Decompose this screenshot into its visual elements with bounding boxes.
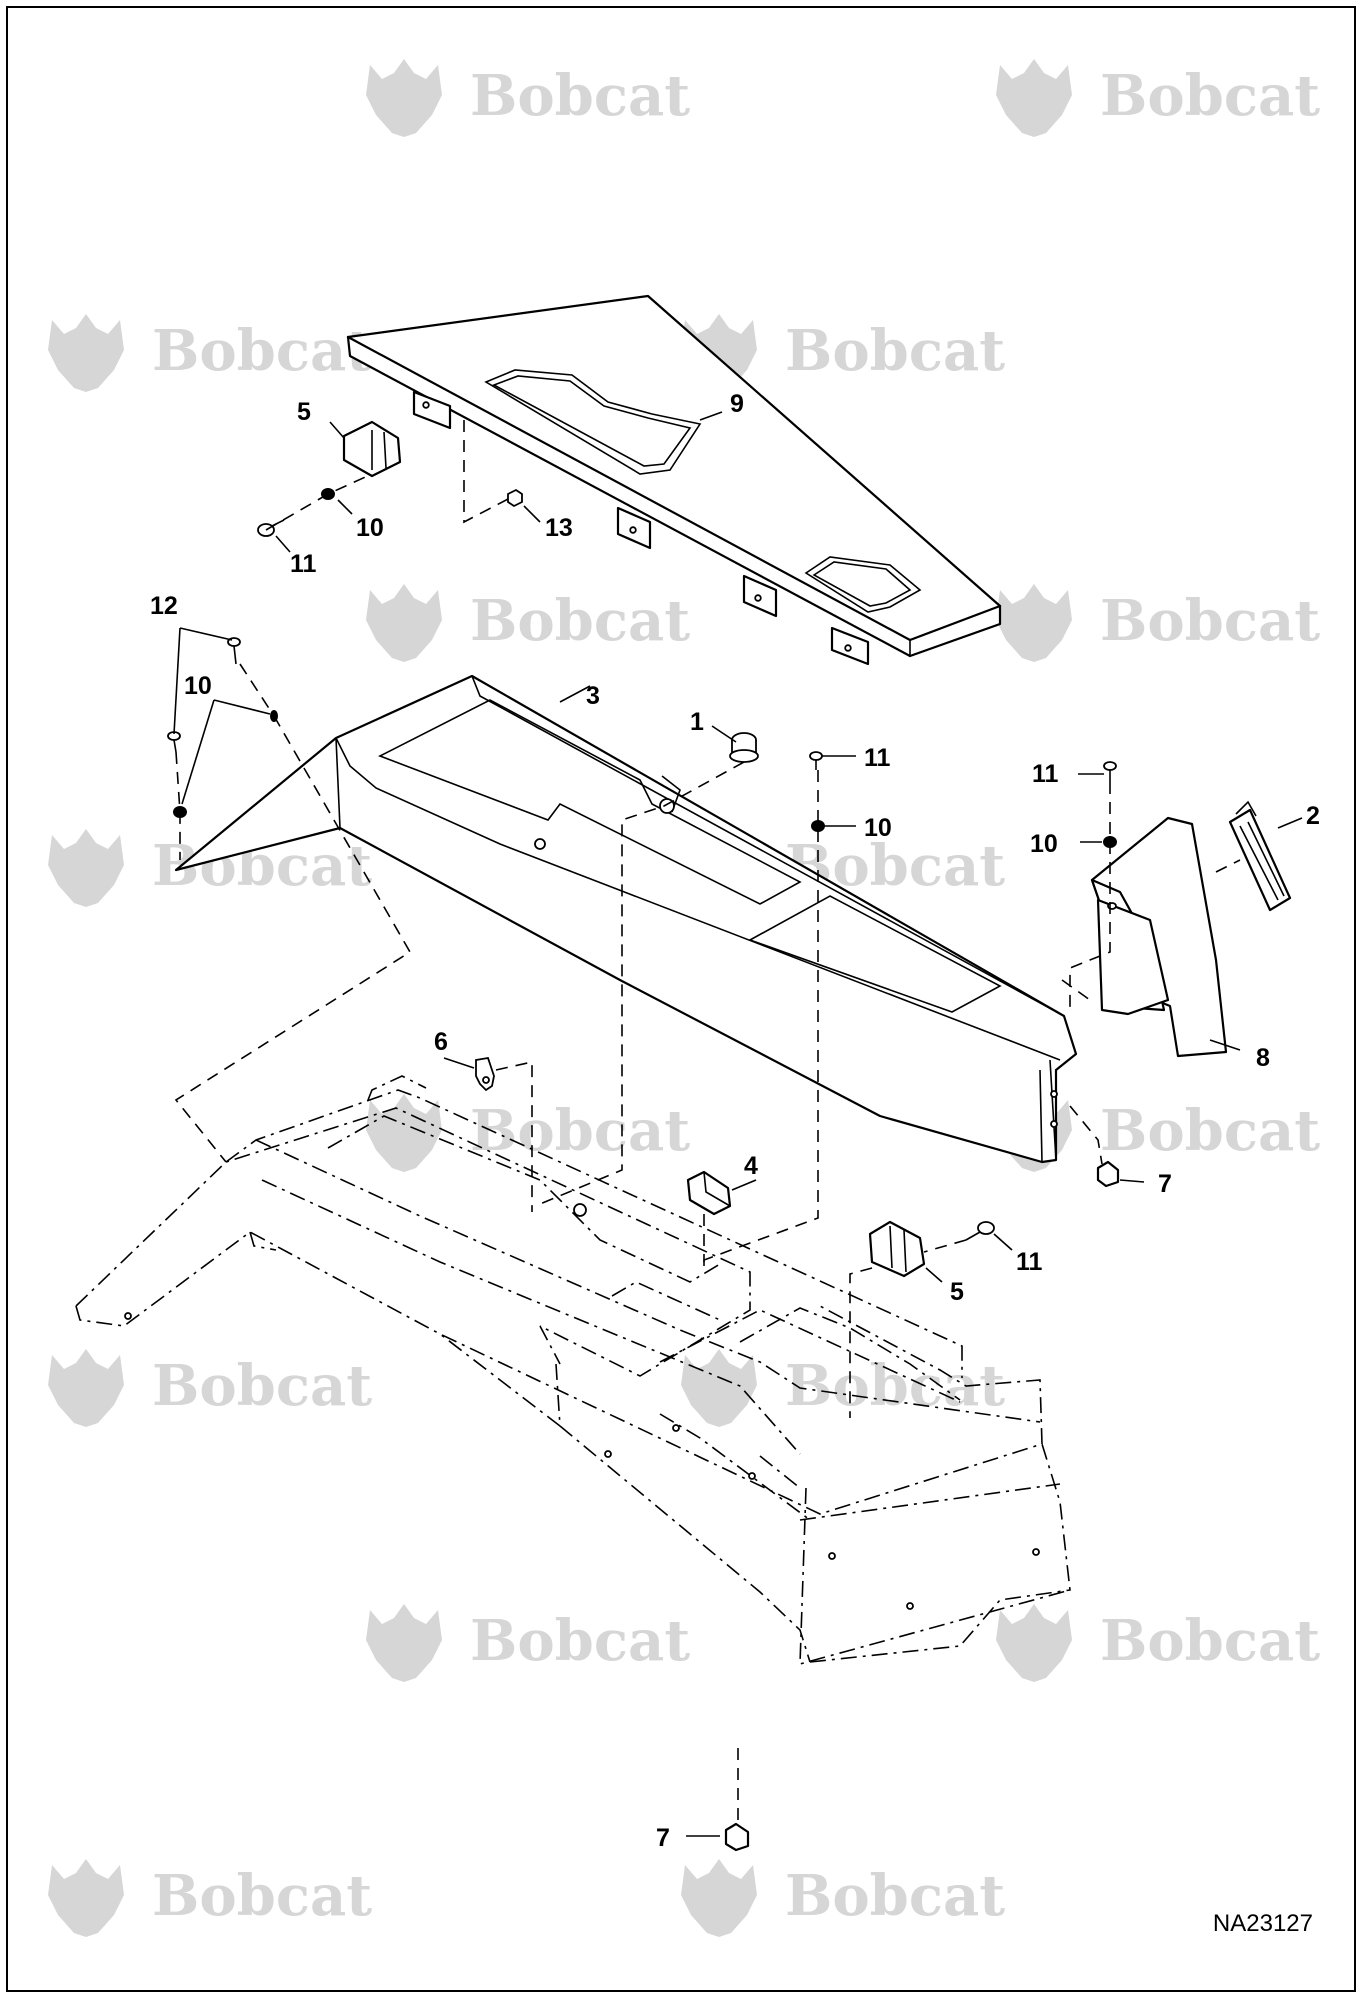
callout-7: 7 [1158,1170,1172,1198]
watermark-text: Bobcat [152,318,372,384]
bobcat-head-logo-icon [366,59,442,137]
bobcat-head-logo-icon [996,1604,1072,1682]
watermark-text: Bobcat [470,588,690,654]
watermark-text: Bobcat [152,1353,372,1419]
part-9-cover-panel [346,294,1002,666]
watermark-text: Bobcat [470,63,690,129]
callout-11: 11 [290,550,317,578]
callout-6: 6 [434,1028,448,1056]
watermark-15: Bobcat [681,1859,1005,1937]
callout-1: 1 [690,708,704,736]
part-2-latch [1228,800,1292,912]
lower-chassis-reference [75,1075,1071,1666]
callout-10: 10 [184,672,212,700]
watermark-text: Bobcat [470,1608,690,1674]
bobcat-head-logo-icon [366,1094,442,1172]
part-12-pin [227,637,241,665]
part-7-clip-nut-right [1096,1160,1120,1188]
watermark-2: Bobcat [48,314,372,392]
callout-11: 11 [1016,1248,1043,1276]
callout-13: 13 [545,514,573,542]
part-13-nut-upper [507,488,523,508]
watermark-text: Bobcat [152,1863,372,1929]
watermark-text: Bobcat [785,318,1005,384]
callout-3: 3 [586,682,600,710]
watermark-text: Bobcat [470,1098,690,1164]
watermark-0: Bobcat [366,59,690,137]
drawing-number: NA23127 [1212,1910,1313,1937]
bobcat-head-logo-icon [48,1859,124,1937]
part-11-bolt-center [809,751,823,770]
bobcat-head-logo-icon [996,584,1072,662]
watermark-14: Bobcat [48,1859,372,1937]
part-3-frame-tray [174,674,1078,1164]
callout-2: 2 [1306,802,1320,830]
watermark-text: Bobcat [1100,1608,1320,1674]
watermark-4: Bobcat [366,584,690,662]
part-8-side-cover [1090,816,1228,1058]
callout-7: 7 [656,1824,670,1852]
watermark-text: Bobcat [1100,1098,1320,1164]
watermark-text: Bobcat [1100,588,1320,654]
part-11-bolt-lower [965,1221,995,1241]
callout-11: 11 [1032,760,1059,788]
watermark-text: Bobcat [1100,63,1320,129]
callout-10: 10 [356,514,384,542]
callout-9: 9 [730,390,744,418]
assembly-lines [174,420,1241,1824]
callout-labels: 9 5 10 11 13 12 10 3 1 11 10 11 2 10 8 6… [150,390,1320,1852]
callout-12: 12 [150,592,178,620]
callout-10: 10 [864,814,892,842]
bobcat-head-logo-icon [996,59,1072,137]
callout-8: 8 [1256,1044,1270,1072]
part-6-clip [475,1056,495,1092]
callout-11: 11 [864,744,891,772]
watermark-8: Bobcat [366,1094,690,1172]
callout-5: 5 [297,398,311,426]
part-5-hinge-upper [342,420,402,478]
part-4-bumper [686,1170,732,1216]
watermark-5: Bobcat [996,584,1320,662]
watermark-10: Bobcat [48,1349,372,1427]
bobcat-head-logo-icon [48,829,124,907]
part-11-bolt-left [167,731,181,753]
bobcat-head-logo-icon [366,584,442,662]
watermark-13: Bobcat [996,1604,1320,1682]
callout-10: 10 [1030,830,1058,858]
part-7-clip-nut-lower [724,1822,750,1852]
watermark-1: Bobcat [996,59,1320,137]
watermark-text: Bobcat [785,1863,1005,1929]
leader-lines [173,411,1303,1837]
part-5-hinge-lower [868,1220,926,1278]
part-1-grommet [729,732,759,763]
part-10-washer-center [811,820,825,832]
watermark-12: Bobcat [366,1604,690,1682]
bobcat-head-logo-icon [48,314,124,392]
callout-4: 4 [744,1152,758,1180]
callout-5: 5 [950,1278,964,1306]
drawing-border [6,6,1356,1992]
bobcat-head-logo-icon [48,1349,124,1427]
bobcat-head-logo-icon [681,1349,757,1427]
bobcat-head-logo-icon [681,1859,757,1937]
part-11-bolt-right [1103,761,1117,782]
watermark-11: Bobcat [681,1349,1005,1427]
bobcat-head-logo-icon [366,1604,442,1682]
